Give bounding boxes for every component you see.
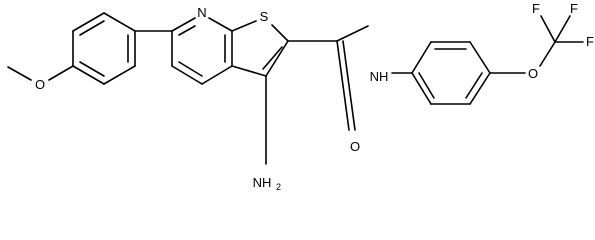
thiophene-sulfur: S	[260, 9, 269, 24]
fluorine-top-left: F	[532, 1, 540, 16]
fluorine-right: F	[586, 34, 594, 49]
trifluoromethoxy-group: O F F F	[489, 1, 594, 81]
trifluoromethoxyphenyl-ring	[411, 41, 491, 105]
thiophene-ring: S	[231, 9, 289, 77]
pyridine-nitrogen: N	[197, 5, 206, 20]
methoxyphenyl-ring	[72, 12, 136, 85]
molecule-diagram: O N S NH 2 NH O	[7, 1, 594, 192]
carboxamide-group: NH O	[287, 25, 389, 154]
methoxy-oxygen: O	[35, 77, 45, 92]
carbonyl-oxygen: O	[350, 139, 360, 154]
pyridine-ring: N	[171, 5, 233, 85]
amino-subscript: 2	[276, 182, 281, 192]
amino-group: NH 2	[253, 75, 281, 192]
ocf3-oxygen: O	[528, 66, 538, 81]
amino-nitrogen: NH	[253, 175, 272, 190]
fluorine-top-right: F	[570, 1, 578, 16]
amide-nitrogen: NH	[370, 69, 389, 84]
methoxy-group: O	[7, 65, 74, 92]
structure-canvas: O N S NH 2 NH O	[7, 1, 594, 192]
